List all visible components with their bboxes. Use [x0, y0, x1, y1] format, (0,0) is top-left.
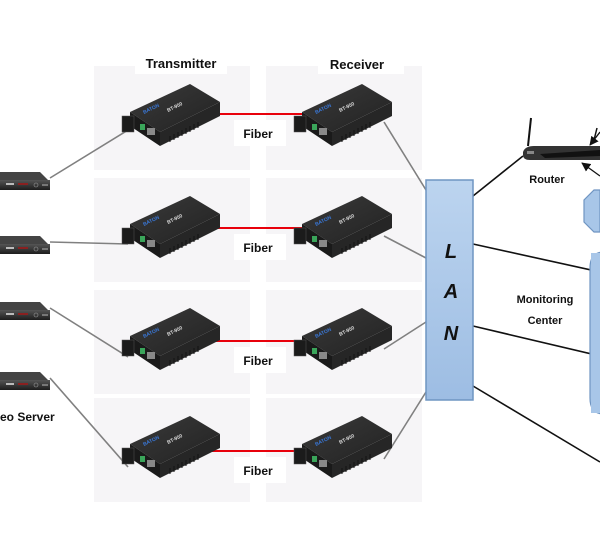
monitoring-label-line2: Center — [528, 315, 564, 327]
copper-link-receiver-to-lan — [383, 235, 427, 259]
copper-link-dvr-to-transmitter — [49, 241, 129, 245]
video-server-label: eo Server — [0, 410, 55, 424]
lan-switch — [425, 179, 474, 401]
video-server-icon — [0, 171, 51, 191]
lan-letter-a: A — [443, 281, 458, 303]
router-label: Router — [529, 174, 565, 186]
transmitter-header-bg — [135, 52, 227, 74]
router-arrow-in-bottom — [581, 162, 600, 177]
lan-to-router-link — [472, 155, 524, 197]
receiver-header: Receiver — [330, 57, 384, 72]
fiber-label: Fiber — [243, 464, 273, 478]
copper-link-receiver-to-lan — [383, 121, 427, 191]
fiber-label-bg — [234, 457, 286, 483]
video-server-icon — [0, 301, 51, 321]
lan-letter-n: N — [444, 323, 459, 345]
monitoring-center-fill — [591, 253, 600, 413]
video-server-icon — [0, 371, 51, 391]
lan-to-monitoring-link — [472, 385, 600, 463]
monitoring-label-line1: Monitoring — [517, 294, 574, 306]
connection-lines — [49, 113, 600, 468]
fiber-label-bg — [234, 234, 286, 260]
router-icon — [523, 117, 600, 160]
transmitter-header: Transmitter — [146, 56, 217, 71]
router-arrow-in-top — [589, 131, 600, 146]
fiber-label-bg — [234, 120, 286, 146]
lan-to-monitoring-link — [472, 325, 600, 357]
copper-link-dvr-to-transmitter — [49, 307, 129, 358]
fiber-label: Fiber — [243, 241, 273, 255]
lan-letter-l: L — [445, 241, 457, 263]
lan-to-monitoring-link — [472, 243, 600, 273]
copper-link-dvr-to-transmitter — [49, 377, 129, 468]
receiver-header-bg — [318, 52, 404, 74]
fiber-label: Fiber — [243, 127, 273, 141]
copper-link-receiver-to-lan — [383, 321, 427, 350]
fiber-label-bg — [234, 347, 286, 373]
remote-network-shape — [583, 189, 600, 233]
fiber-label: Fiber — [243, 354, 273, 368]
copper-link-dvr-to-transmitter — [49, 129, 129, 179]
video-server-icon — [0, 235, 51, 255]
